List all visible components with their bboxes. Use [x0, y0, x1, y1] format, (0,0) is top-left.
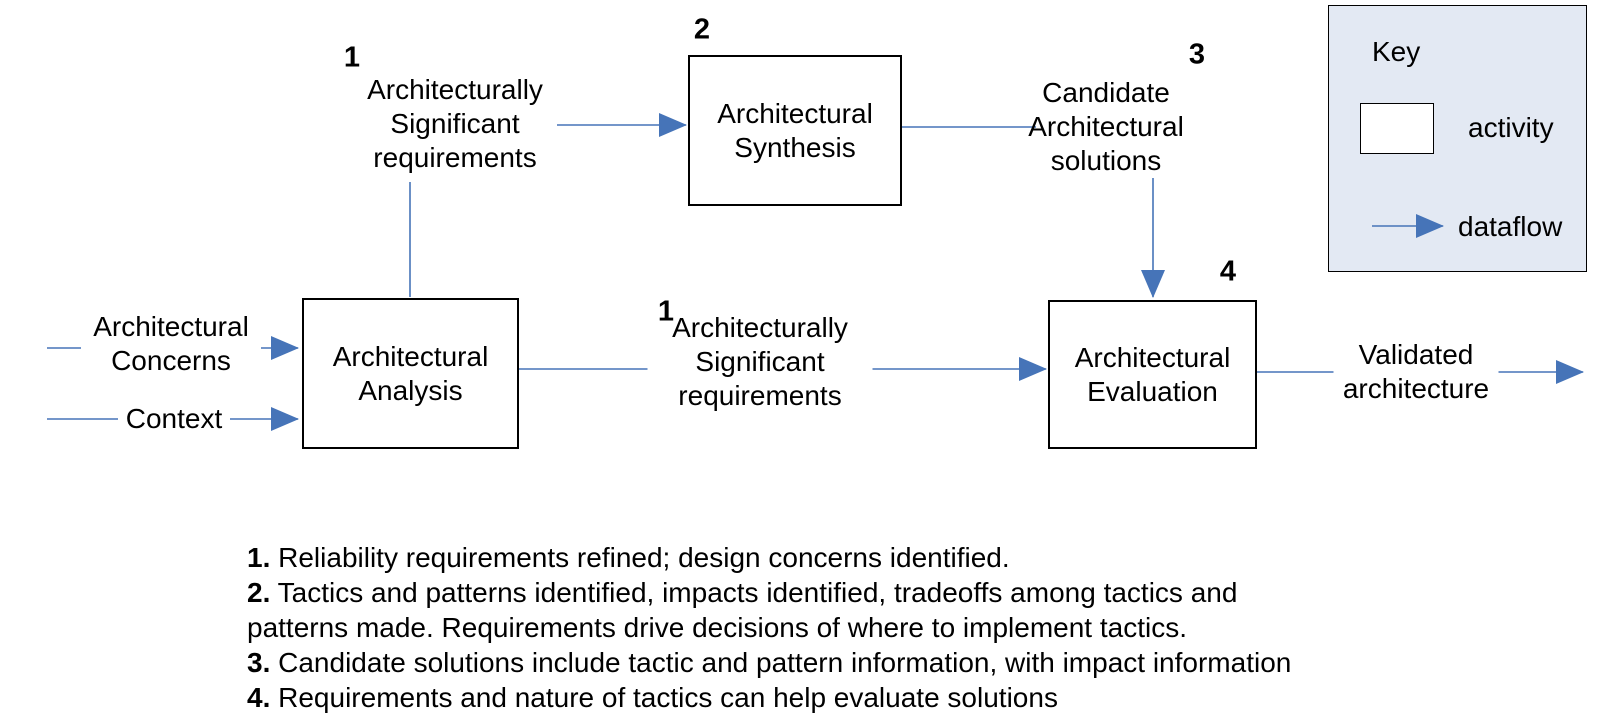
note-line-1: 1. Reliability requirements refined; des…	[247, 540, 1291, 575]
note-line-2-continued: patterns made. Requirements drive decisi…	[247, 610, 1291, 645]
note-text: Requirements and nature of tactics can h…	[270, 682, 1058, 713]
notes-block: 1. Reliability requirements refined; des…	[247, 540, 1291, 715]
note-number: 4.	[247, 682, 271, 713]
step-number-1-top: 1	[343, 41, 361, 74]
flow-label-asr-mid: Architecturally Significant requirements	[647, 311, 873, 413]
key-title: Key	[1372, 36, 1421, 67]
flow-label-candidate-solutions: Candidate Architectural solutions	[1028, 77, 1184, 176]
note-text: Reliability requirements refined; design…	[270, 542, 1010, 573]
note-number: 2.	[247, 577, 271, 608]
note-line-2: 2. Tactics and patterns identified, impa…	[247, 575, 1291, 610]
key-dataflow-label: dataflow	[1458, 211, 1563, 242]
note-text: patterns made. Requirements drive decisi…	[247, 612, 1187, 643]
key-activity-swatch	[1360, 103, 1434, 154]
step-number-4: 4	[1219, 255, 1237, 288]
note-text: Tactics and patterns identified, impacts…	[270, 577, 1238, 608]
step-number-1-mid: 1	[657, 295, 675, 328]
step-number-3: 3	[1188, 38, 1206, 71]
activity-box-synthesis-label: Architectural Synthesis	[717, 97, 873, 163]
activity-box-evaluation: Architectural Evaluation	[1048, 300, 1257, 449]
activity-box-synthesis: Architectural Synthesis	[688, 55, 902, 206]
note-text: Candidate solutions include tactic and p…	[270, 647, 1292, 678]
step-number-2: 2	[693, 13, 711, 46]
activity-box-evaluation-label: Architectural Evaluation	[1074, 341, 1231, 407]
flow-label-architectural-concerns: Architectural Concerns	[81, 310, 261, 378]
activity-box-analysis-label: Architectural Analysis	[332, 340, 489, 406]
note-number: 1.	[247, 542, 271, 573]
activity-box-analysis: Architectural Analysis	[302, 298, 519, 449]
flow-label-validated-architecture: Validated architecture	[1333, 338, 1499, 406]
flow-label-asr-top: Architecturally Significant requirements	[367, 74, 543, 173]
note-line-4: 4. Requirements and nature of tactics ca…	[247, 680, 1291, 715]
note-line-3: 3. Candidate solutions include tactic an…	[247, 645, 1291, 680]
flow-label-context: Context	[118, 402, 230, 436]
key-activity-label: activity	[1468, 112, 1554, 143]
note-number: 3.	[247, 647, 271, 678]
